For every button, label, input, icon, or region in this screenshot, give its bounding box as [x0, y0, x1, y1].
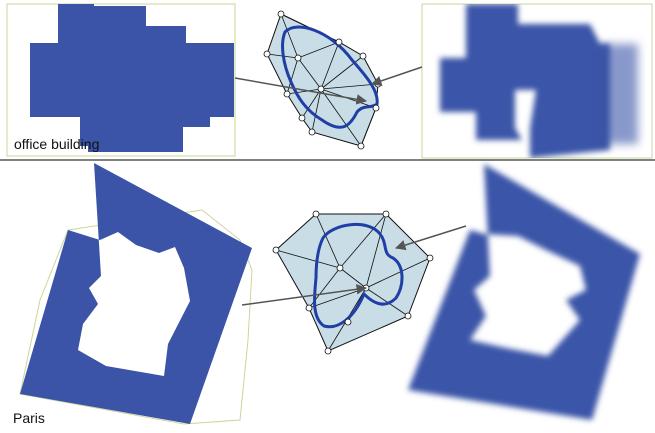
office-building-mesh [264, 11, 381, 149]
caption-office-building: office building [14, 137, 99, 151]
caption-paris: Paris [13, 411, 45, 425]
paris-mesh [273, 211, 433, 354]
office-building-output-image [422, 4, 652, 158]
paris-input-image [20, 163, 252, 424]
paris-blurred-shape [408, 164, 640, 420]
mesh-outline [276, 214, 430, 351]
paris-output-image [408, 164, 640, 420]
office-building-input-image [7, 4, 235, 156]
arrow-output-to-mesh-top [372, 67, 422, 84]
office-building-blurred-wing [598, 44, 638, 144]
